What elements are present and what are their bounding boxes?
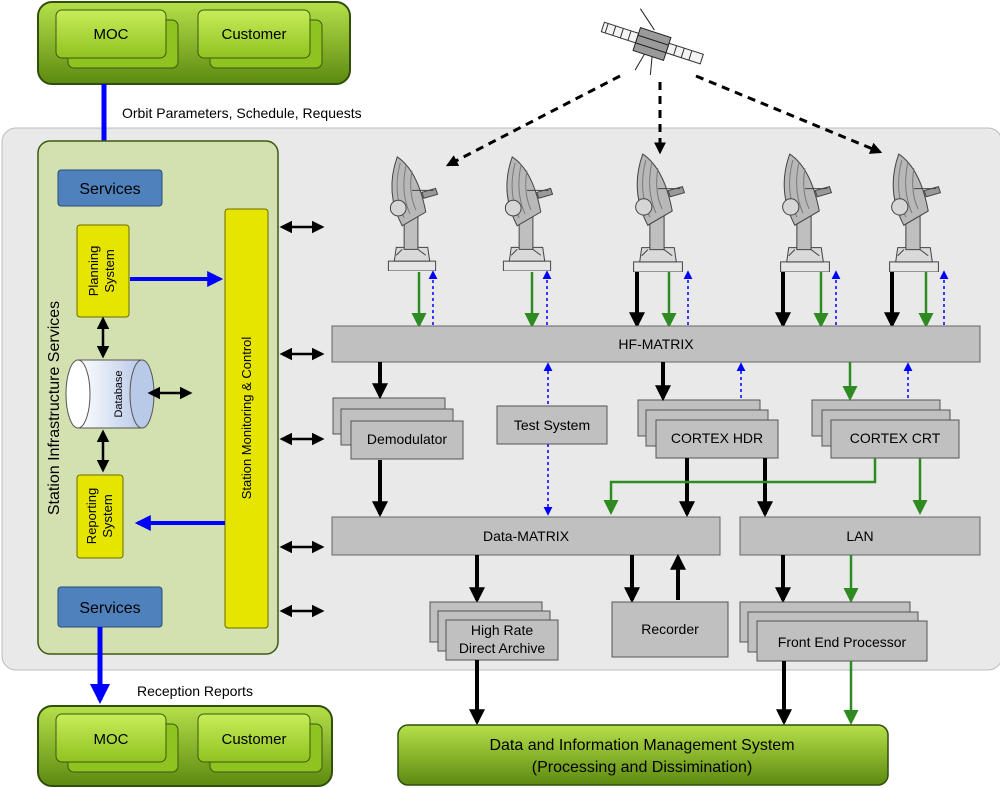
dims-title: Data and Information Management System: [489, 737, 794, 754]
reporting-system-box[interactable]: [76, 474, 124, 559]
bottom-stakeholder-group: MOC Customer: [37, 705, 333, 787]
recorder-label: Recorder: [641, 621, 699, 637]
data-matrix-label: Data-MATRIX: [483, 528, 570, 544]
hf-matrix-bar[interactable]: [331, 325, 981, 363]
dims-subtitle: (Processing and Dissimination): [532, 759, 753, 776]
cortex-hdr-stack[interactable]: CORTEX HDR: [637, 399, 779, 459]
antenna-hf-arrows: [411, 270, 949, 329]
cortex-crt-label: CORTEX CRT: [850, 430, 941, 446]
moc-label-top: MOC: [94, 26, 129, 43]
hf-unit-arrows: [372, 362, 913, 404]
station-monitoring-box[interactable]: [224, 208, 269, 629]
matrix-storage-arrows: [469, 553, 859, 604]
customer-label-bottom: Customer: [221, 731, 286, 748]
services-bottom-label: Services: [79, 600, 140, 617]
demodulator-stack[interactable]: Demodulator: [332, 397, 464, 460]
planning-line1: Planning: [86, 246, 101, 297]
inbound-flow-label: Orbit Parameters, Schedule, Requests: [122, 105, 362, 121]
services-top-label: Services: [79, 181, 140, 198]
satellite-downlinks: [445, 74, 883, 167]
planning-line2: System: [102, 249, 117, 292]
database-label: Database: [113, 370, 125, 417]
database-cylinder[interactable]: Database: [65, 359, 155, 429]
test-system-box[interactable]: [496, 405, 608, 445]
customer-box-top[interactable]: [197, 9, 311, 59]
cortex-crt-stack[interactable]: CORTEX CRT: [811, 399, 960, 459]
unit-matrix-arrows: [372, 444, 928, 518]
moc-box-bottom[interactable]: [55, 713, 167, 763]
archive-line1: High Rate: [471, 622, 533, 638]
fep-label: Front End Processor: [778, 634, 907, 650]
recorder-box[interactable]: [611, 601, 729, 658]
infrastructure-services-panel: Station Infrastructure Services Services…: [37, 140, 279, 655]
services-bottom-box[interactable]: [57, 586, 163, 628]
hf-matrix-label: HF-MATRIX: [618, 336, 694, 352]
moc-box-top[interactable]: [55, 9, 167, 59]
storage-dims-arrows: [469, 660, 859, 726]
test-system-label: Test System: [514, 417, 590, 433]
customer-label-top: Customer: [221, 26, 286, 43]
station-monitoring-label: Station Monitoring & Control: [239, 337, 254, 500]
lan-bar[interactable]: [739, 516, 981, 556]
reporting-line1: Reporting: [84, 488, 99, 544]
archive-stack[interactable]: High Rate Direct Archive: [429, 601, 559, 661]
front-end-processor-stack[interactable]: Front End Processor: [739, 601, 928, 662]
demodulator-label: Demodulator: [367, 431, 447, 447]
cortex-hdr-label: CORTEX HDR: [671, 430, 763, 446]
services-top-box[interactable]: [57, 169, 163, 207]
top-stakeholder-group: MOC Customer: [37, 1, 351, 85]
customer-box-bottom[interactable]: [197, 713, 311, 763]
archive-line2: Direct Archive: [459, 640, 546, 656]
satellite-icon: [600, 8, 704, 76]
reporting-line2: System: [100, 494, 115, 537]
outbound-flow-label: Reception Reports: [137, 683, 253, 699]
moc-label-bottom: MOC: [94, 731, 129, 748]
data-matrix-bar[interactable]: [331, 516, 721, 556]
infrastructure-title: Station Infrastructure Services: [46, 301, 63, 515]
lan-label: LAN: [846, 528, 873, 544]
dims-box[interactable]: [397, 724, 889, 786]
control-bus-arrows: [279, 220, 325, 618]
